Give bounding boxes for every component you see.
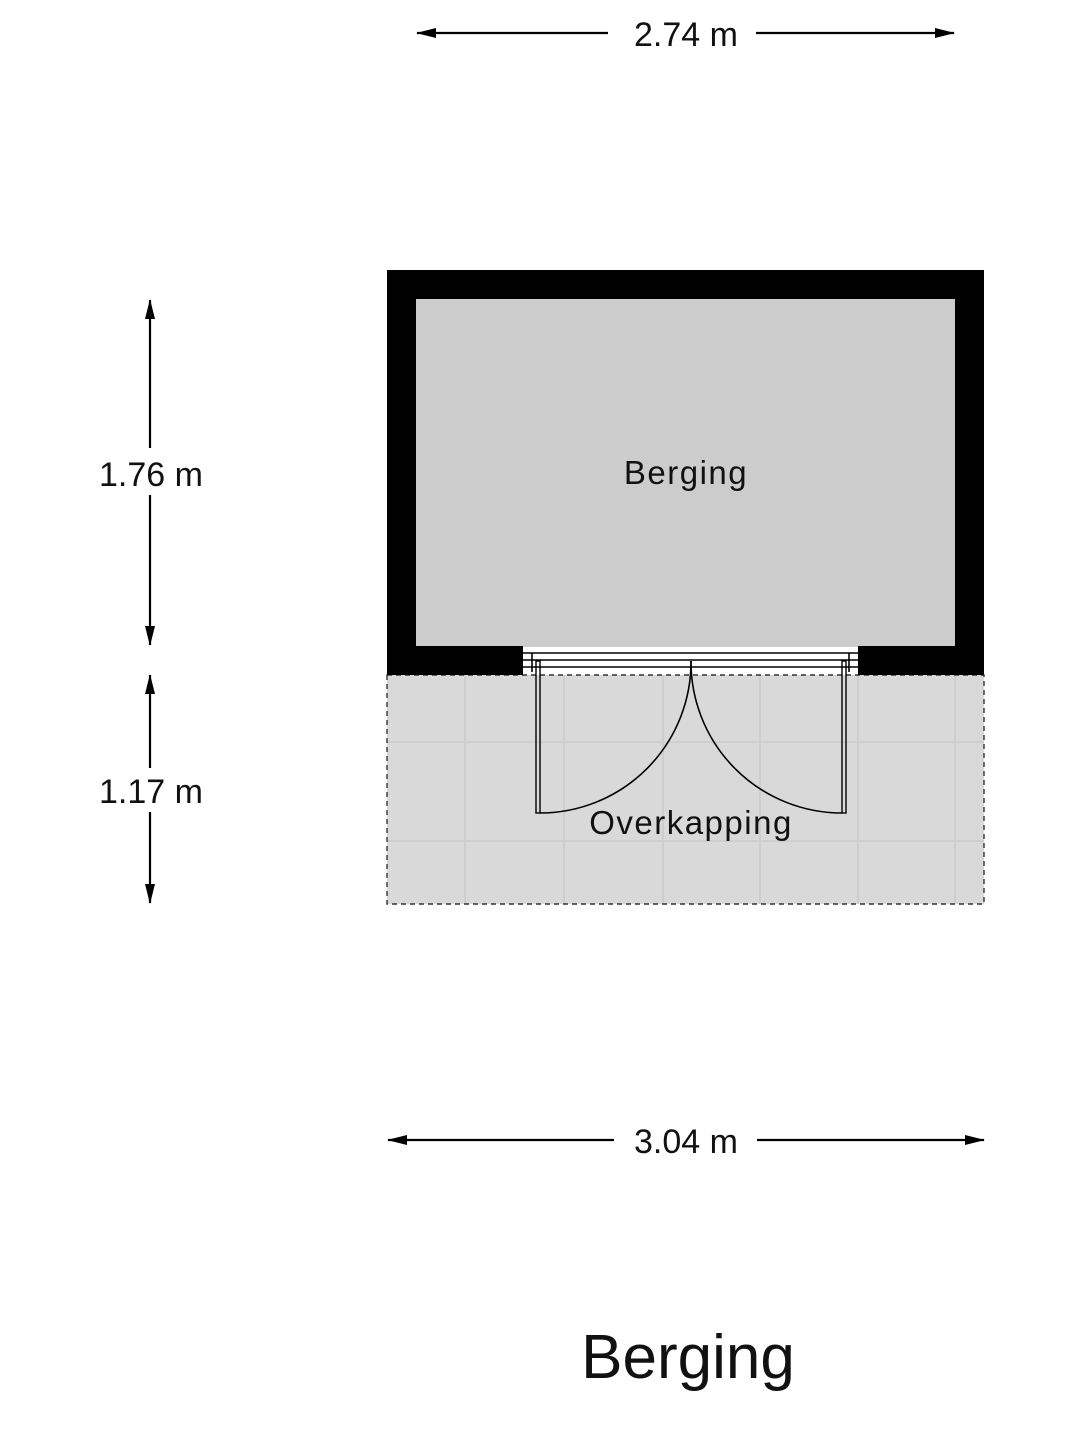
bottom-width-label: 3.04 m	[634, 1123, 738, 1161]
right-door-swing-arc	[690, 660, 843, 814]
right-door-leaf	[841, 660, 847, 814]
storage-room	[387, 270, 984, 675]
left-door-leaf	[535, 660, 541, 814]
plan-title: Berging	[581, 1323, 795, 1392]
room-label-berging: Berging	[624, 454, 748, 491]
lower-height-dimension: 1.17 m	[99, 674, 203, 904]
top-width-label: 2.74 m	[634, 16, 738, 54]
covered-area-outline	[386, 674, 985, 905]
upper-height-label: 1.76 m	[99, 456, 203, 494]
upper-height-dimension: 1.76 m	[99, 299, 203, 646]
room-label-overkapping: Overkapping	[589, 804, 793, 841]
top-width-dimension: 2.74 m	[416, 16, 955, 54]
floor-tiles	[387, 675, 984, 904]
left-door-swing-arc	[539, 660, 692, 814]
double-door	[523, 647, 858, 814]
storage-room-floor	[402, 284, 969, 660]
covered-area-floor	[387, 675, 984, 904]
bottom-width-dimension: 3.04 m	[387, 1123, 985, 1161]
covered-area	[386, 674, 985, 905]
lower-height-label: 1.17 m	[99, 773, 203, 811]
